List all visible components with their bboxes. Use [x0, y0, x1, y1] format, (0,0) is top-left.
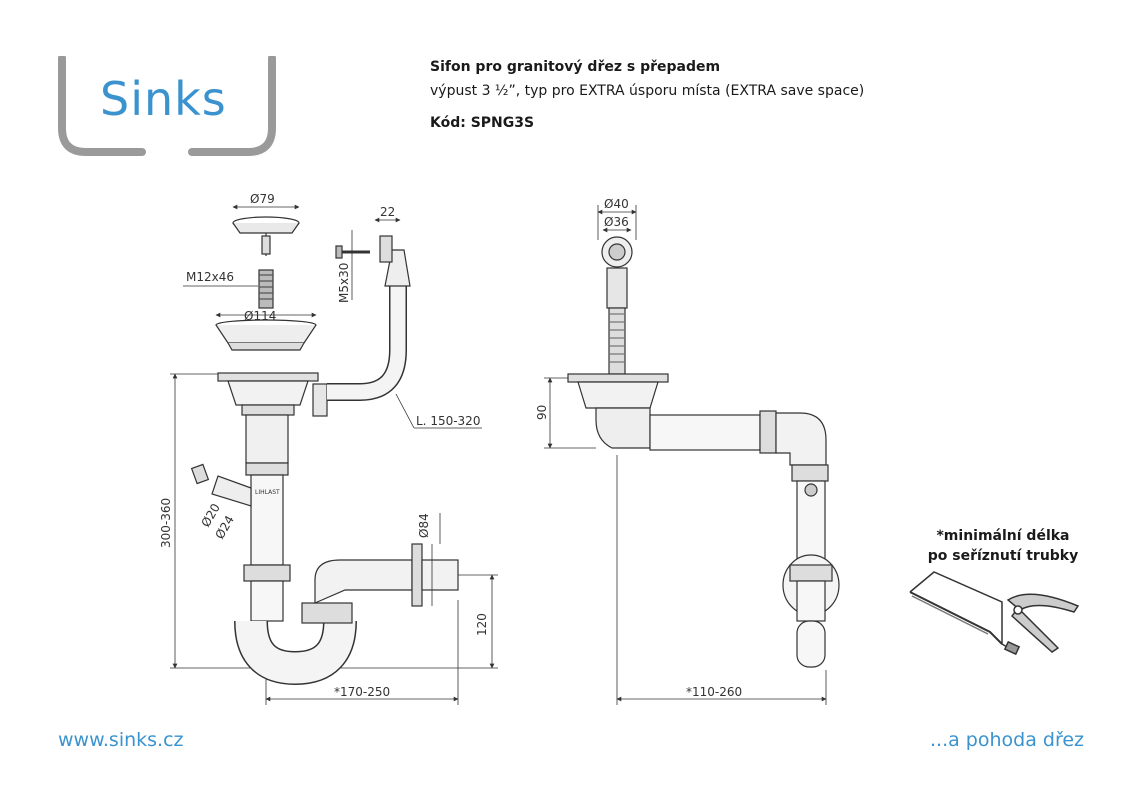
product-subtitle: výpust 3 ½”, typ pro EXTRA úsporu místa …	[430, 83, 865, 99]
note-line-1: *minimální délka	[936, 528, 1070, 544]
drain-body-side	[567, 373, 840, 668]
product-code: Kód: SPNG3S	[430, 115, 535, 131]
slogan: ...a pohoda dřez	[929, 729, 1084, 751]
overflow-head	[601, 236, 633, 375]
dim-120: 120	[475, 613, 489, 636]
dim-m5: M5x30	[337, 263, 351, 303]
dim-90: 90	[535, 405, 549, 420]
screw-m12	[258, 269, 274, 309]
saw-icon	[909, 571, 1021, 656]
dim-height: 300-360	[159, 498, 173, 548]
dim-d79: Ø79	[250, 192, 275, 206]
note-line-2: po seříznutí trubky	[927, 548, 1079, 564]
part-mark: LIHLAST	[255, 489, 280, 496]
dim-22: 22	[380, 205, 395, 219]
right-drawing: Ø40 Ø36 90 *110-260	[535, 197, 840, 705]
product-title: Sifon pro granitový dřez s přepadem	[430, 59, 721, 75]
note-min-length: *minimální délka po seříznutí trubky	[918, 526, 1088, 566]
right-dimensions	[544, 205, 827, 705]
website-link[interactable]: www.sinks.cz	[58, 729, 184, 751]
vertical-pipe	[190, 414, 291, 622]
dim-length: L. 150-320	[416, 414, 480, 428]
screw-m5	[335, 245, 370, 259]
logo-text: Sinks	[100, 72, 227, 126]
left-dimensions	[170, 204, 498, 705]
dim-d84: Ø84	[417, 513, 431, 538]
dim-d40: Ø40	[604, 197, 629, 211]
dim-width-right: *110-260	[686, 685, 742, 699]
dim-width-left: *170-250	[334, 685, 390, 699]
dim-m12: M12x46	[186, 270, 234, 284]
strainer-plug	[232, 216, 300, 256]
dim-d114: Ø114	[244, 309, 276, 323]
strainer-114	[215, 319, 317, 351]
dim-d36: Ø36	[604, 215, 629, 229]
u-bend	[234, 543, 459, 686]
product-header: Sifon pro granitový dřez s přepadem výpu…	[430, 55, 864, 135]
sinks-logo: Sinks	[56, 56, 278, 158]
pliers-icon	[1006, 593, 1080, 653]
logo-frame	[58, 56, 276, 156]
left-drawing: Ø79 M12x46 Ø114 22 M5x30 L. 150-320 300-…	[159, 192, 498, 705]
